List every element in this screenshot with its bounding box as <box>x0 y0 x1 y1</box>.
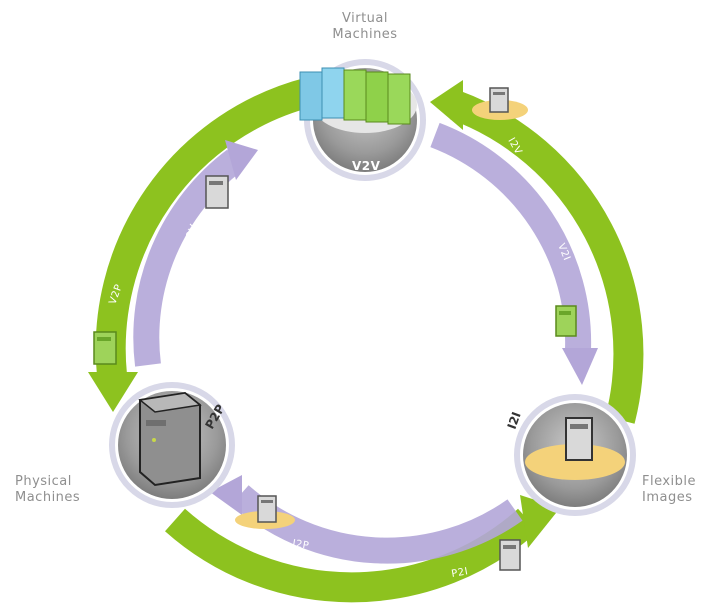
arrow-v2i-head <box>562 348 598 385</box>
server-icon <box>257 495 277 523</box>
server-icon <box>93 331 117 365</box>
physical-title-line1: Physical <box>15 474 72 489</box>
virtual-title-line1: Virtual <box>342 11 388 26</box>
arrow-i2v <box>449 90 644 424</box>
server-icon <box>205 175 229 209</box>
server-icon <box>489 87 509 113</box>
physical-server-icon <box>138 391 202 487</box>
label-i2p: I2P <box>291 538 309 552</box>
arrow-v2p-head <box>88 372 138 412</box>
conversion-v2v: V2V <box>352 159 381 173</box>
virtual-title-line2: Machines <box>332 27 397 42</box>
images-title-line2: Images <box>642 490 693 505</box>
image-server-icon <box>565 417 593 461</box>
node-physical-machines: P2P Physical Machines <box>15 382 235 508</box>
server-icon <box>499 539 521 571</box>
label-p2i: P2I <box>451 566 469 580</box>
conversion-i2i: I2I <box>505 410 524 431</box>
node-virtual-machines: V2V Virtual Machines <box>299 11 426 181</box>
server-icon <box>555 305 577 337</box>
arrow-i2p-head <box>210 475 242 515</box>
images-title-line1: Flexible <box>642 474 696 489</box>
arrow-v2p <box>95 77 314 377</box>
arrow-p2v-head <box>225 140 258 180</box>
transit-icons <box>93 87 577 571</box>
arrow-p2i <box>165 508 538 603</box>
arrow-i2v-head <box>430 80 463 130</box>
node-flexible-images: I2I Flexible Images <box>505 394 696 516</box>
outer-ring <box>88 77 644 603</box>
virtual-servers-icon <box>299 67 411 125</box>
physical-title-line2: Machines <box>15 490 80 505</box>
